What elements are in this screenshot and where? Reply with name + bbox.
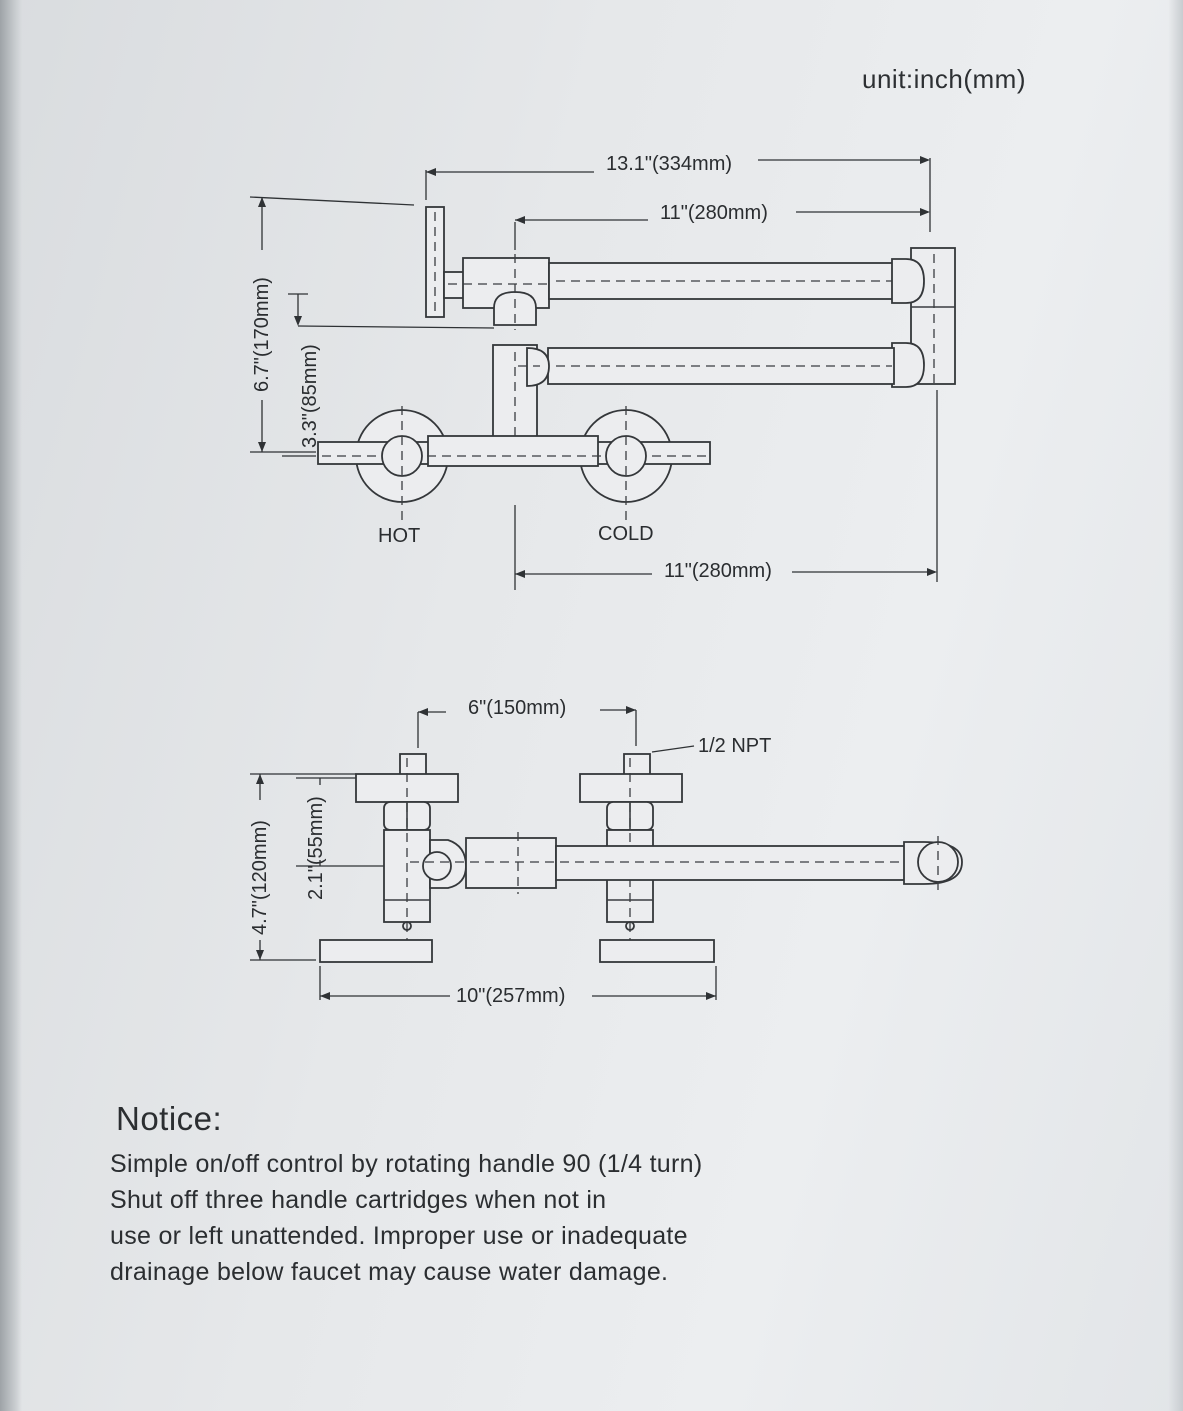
dim-spout-height: 3.3"(85mm) — [282, 293, 495, 457]
notice-title: Notice: — [116, 1100, 223, 1137]
dim-height-label: 6.7"(170mm) — [251, 277, 273, 392]
unit-label: unit:inch(mm) — [862, 64, 1026, 94]
dim-reach-label: 11"(280mm) — [664, 560, 772, 582]
elbow-knuckle-upper — [891, 258, 925, 304]
dim-center-spacing-label: 6"(150mm) — [468, 697, 566, 719]
dim-projection: 4.7"(120mm) — [249, 773, 356, 961]
dim-arm-length: 11"(280mm) — [514, 202, 930, 250]
notice-line: drainage below faucet may cause water da… — [110, 1258, 669, 1286]
elbow-knuckle-lower — [891, 342, 925, 388]
cold-handle-cap — [579, 773, 683, 803]
dim-height: 6.7"(170mm) — [249, 196, 415, 453]
page-edge-right — [1168, 0, 1183, 1411]
swivel-joint-eye — [422, 851, 452, 881]
plan-view: 6"(150mm) 1/2 NPT 4.7"(120mm) 2.1"(55mm) — [249, 697, 963, 1007]
front-elevation-view: 13.1"(334mm) 11"(280mm) 6.7"(170mm) — [249, 153, 956, 590]
notice-line: use or left unattended. Improper use or … — [110, 1222, 688, 1250]
dim-projection-label: 4.7"(120mm) — [249, 820, 271, 935]
thread-spec-label: 1/2 NPT — [698, 735, 771, 757]
page-edge-shadow — [0, 0, 22, 1411]
dim-spout-height-label: 3.3"(85mm) — [299, 344, 321, 448]
pot-filler-arm — [555, 845, 909, 881]
dim-base-width-label: 10"(257mm) — [456, 985, 565, 1007]
notice-line: Simple on/off control by rotating handle… — [110, 1150, 703, 1178]
upper-swivel-nozzle — [493, 291, 537, 326]
hot-label: HOT — [378, 525, 420, 547]
dim-arm-length-label: 11"(280mm) — [660, 202, 768, 224]
dim-overall-length-label: 13.1"(334mm) — [606, 153, 732, 175]
cold-label: COLD — [598, 523, 654, 545]
dim-base-width: 10"(257mm) — [319, 966, 717, 1007]
swivel-body — [465, 837, 557, 889]
cold-inlet-stub — [623, 753, 651, 777]
dim-reach: 11"(280mm) — [514, 390, 938, 590]
upper-swivel-collar — [443, 271, 465, 299]
hot-inlet-stub — [399, 753, 427, 777]
spout-outlet — [917, 841, 959, 883]
dim-pipe-offset-label: 2.1"(55mm) — [305, 796, 327, 900]
main-body-center — [427, 435, 599, 467]
cold-wall-plate — [599, 939, 715, 963]
dim-overall-length: 13.1"(334mm) — [425, 153, 931, 232]
hot-wall-plate — [319, 939, 433, 963]
notice-line: Shut off three handle cartridges when no… — [110, 1186, 607, 1214]
notice-block: Notice: Simple on/off control by rotatin… — [110, 1100, 870, 1290]
lower-swivel-knuckle — [526, 347, 550, 387]
dim-center-spacing: 6"(150mm) — [417, 697, 637, 748]
